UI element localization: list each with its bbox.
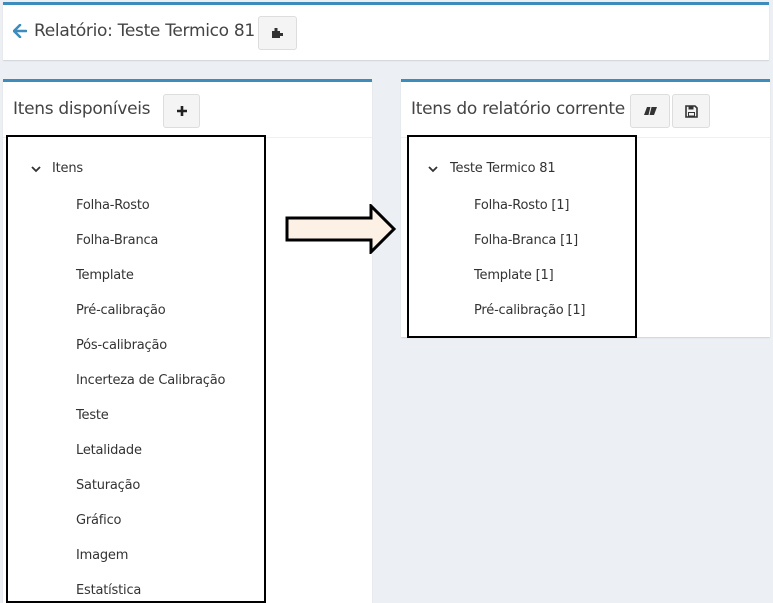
- list-item[interactable]: Estatística: [76, 583, 142, 598]
- list-item[interactable]: Folha-Rosto: [76, 198, 150, 213]
- list-item[interactable]: Folha-Rosto [1]: [474, 198, 570, 213]
- tree-root-itens[interactable]: Itens: [52, 161, 83, 176]
- tree-root-report[interactable]: Teste Termico 81: [450, 161, 556, 176]
- eraser-icon: [643, 106, 657, 116]
- plugin-button[interactable]: [258, 16, 297, 50]
- add-item-button[interactable]: [163, 94, 200, 128]
- list-item[interactable]: Incerteza de Calibração: [76, 373, 226, 388]
- clear-button[interactable]: [630, 94, 670, 128]
- list-item[interactable]: Saturação: [76, 478, 141, 493]
- right-arrow-icon: [285, 204, 397, 254]
- page-title: Relatório: Teste Termico 81: [34, 21, 255, 41]
- list-item[interactable]: Imagem: [76, 548, 129, 563]
- arrow-left-icon[interactable]: [13, 24, 27, 38]
- save-icon: [684, 104, 698, 118]
- plus-icon: [176, 106, 187, 116]
- list-item[interactable]: Pós-calibração: [76, 338, 167, 353]
- chevron-down-icon[interactable]: [30, 163, 42, 175]
- list-item[interactable]: Teste: [76, 408, 109, 423]
- current-items-tree: Teste Termico 81 Folha-Rosto [1] Folha-B…: [407, 135, 637, 338]
- puzzle-icon: [271, 28, 283, 38]
- list-item[interactable]: Template: [76, 268, 134, 283]
- list-item[interactable]: Pré-calibração [1]: [474, 303, 586, 318]
- available-items-title: Itens disponíveis: [13, 99, 151, 119]
- list-item[interactable]: Template [1]: [474, 268, 554, 283]
- available-items-tree: Itens Folha-Rosto Folha-Branca Template …: [6, 135, 266, 603]
- list-item[interactable]: Pré-calibração: [76, 303, 166, 318]
- current-items-title: Itens do relatório corrente: [411, 99, 625, 119]
- list-item[interactable]: Letalidade: [76, 443, 142, 458]
- list-item[interactable]: Folha-Branca: [76, 233, 159, 248]
- save-button[interactable]: [672, 94, 710, 128]
- list-item[interactable]: Gráfico: [76, 513, 122, 528]
- report-header: Relatório: Teste Termico 81: [3, 2, 769, 60]
- chevron-down-icon[interactable]: [427, 163, 439, 175]
- list-item[interactable]: Folha-Branca [1]: [474, 233, 578, 248]
